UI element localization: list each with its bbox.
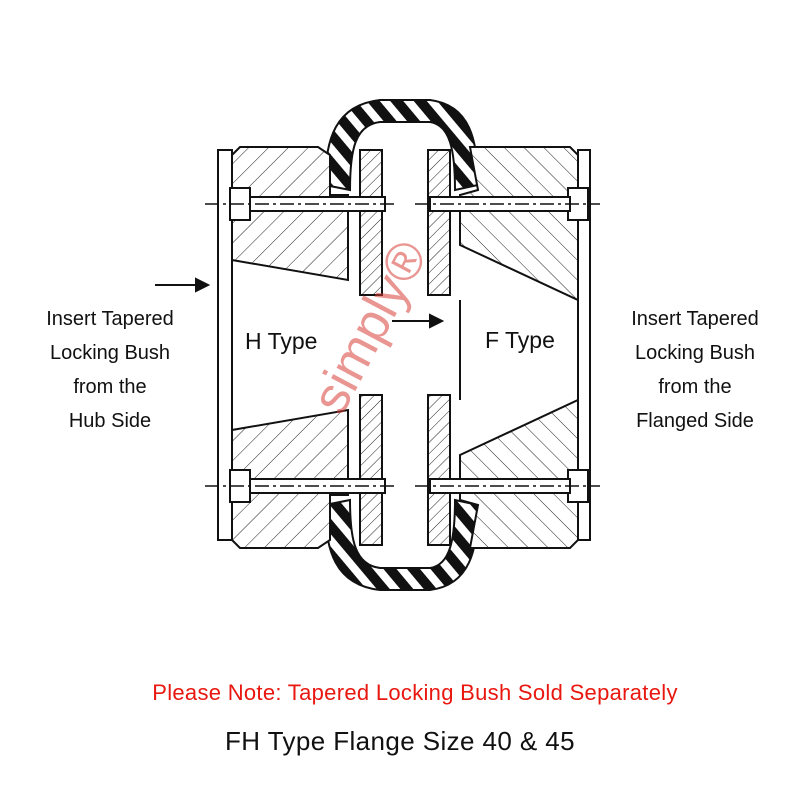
- arrow-flanged-side: [392, 313, 445, 329]
- left-label-line-2: Locking Bush: [49, 342, 171, 364]
- f-hub-bottom: [459, 398, 579, 549]
- arrow-hub-side: [155, 277, 211, 293]
- h-hub-top: [231, 146, 349, 282]
- left-flange-top: [359, 149, 383, 296]
- f-type-label: F Type: [485, 327, 555, 353]
- right-flange-top: [427, 149, 451, 296]
- right-label-line-4: Flanged Side: [636, 410, 754, 432]
- right-label-line-2: Locking Bush: [634, 342, 756, 364]
- left-label-line-3: from the: [73, 376, 147, 398]
- tyre-top: [323, 99, 480, 192]
- h-type-label: H Type: [245, 328, 318, 354]
- f-hub-top: [459, 146, 579, 302]
- right-label-line-1: Insert Tapered: [631, 308, 759, 330]
- right-flange-bottom: [427, 394, 451, 546]
- left-label-line-4: Hub Side: [68, 410, 152, 432]
- right-label-line-3: from the: [658, 376, 732, 398]
- left-flange-bottom: [359, 394, 383, 546]
- right-label: Insert Tapered Locking Bush from the Fla…: [600, 302, 790, 438]
- left-label: Insert Tapered Locking Bush from the Hub…: [20, 302, 200, 438]
- product-title: FH Type Flange Size 40 & 45: [225, 726, 575, 756]
- left-label-line-1: Insert Tapered: [46, 308, 174, 330]
- tyre-bottom: [323, 498, 480, 591]
- note-text: Please Note: Tapered Locking Bush Sold S…: [152, 680, 678, 705]
